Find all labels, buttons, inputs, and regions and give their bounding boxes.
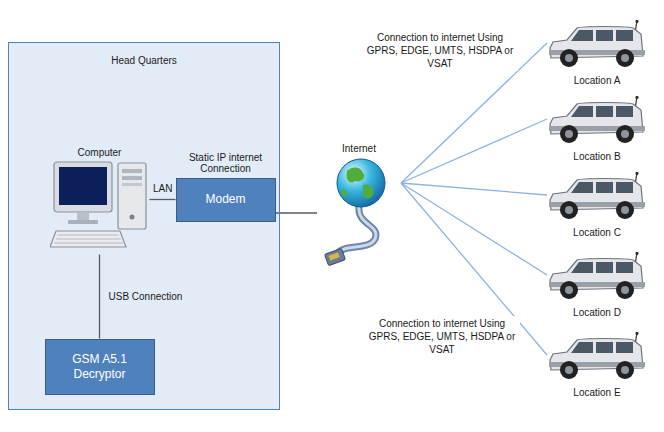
connection-note: Connection to internet Using GPRS, EDGE,…	[364, 316, 520, 357]
connection-line	[150, 199, 176, 200]
node-label: Location A	[574, 74, 621, 87]
box-text: GSM A5.1 Decryptor	[54, 352, 146, 382]
headquarters-ground	[8, 42, 280, 410]
vehicle: Location C	[545, 172, 649, 239]
car-picture	[547, 252, 647, 306]
modem-box: Static IP internet ConnectionModem	[176, 152, 276, 222]
connection-line	[401, 183, 547, 195]
globe-picture	[317, 155, 401, 271]
node-label: Internet	[342, 142, 376, 155]
link-label: LAN	[150, 181, 175, 196]
vehicle: Location A	[545, 20, 649, 87]
computer-icon: Computer	[48, 146, 152, 255]
link-label: USB Connection	[106, 289, 186, 304]
car-picture	[547, 20, 647, 74]
region-title: Head Quarters	[9, 55, 279, 66]
computer-picture	[50, 159, 150, 255]
node-label: Computer	[78, 146, 122, 159]
vehicle: Location B	[545, 96, 649, 163]
vehicle: Location E	[545, 332, 649, 399]
modem-box-shape: Modem	[176, 178, 276, 222]
connection-note: Connection to internet Using GPRS, EDGE,…	[362, 30, 518, 71]
connection-line	[99, 255, 100, 339]
connection-line	[401, 183, 547, 275]
vehicle: Location D	[545, 252, 649, 319]
connection-caption: Static IP internet Connection	[176, 152, 276, 174]
box-text: Modem	[205, 192, 245, 207]
decryptor-box: GSM A5.1 Decryptor	[45, 339, 155, 395]
car-picture	[547, 96, 647, 150]
car-picture	[547, 332, 647, 386]
node-label: Location E	[573, 386, 620, 399]
connection-line	[401, 119, 547, 183]
node-label: Location C	[573, 226, 621, 239]
node-label: Location B	[573, 150, 620, 163]
node-label: Location D	[573, 306, 621, 319]
connection-line	[276, 212, 318, 213]
car-picture	[547, 172, 647, 226]
internet-globe: Internet	[316, 142, 402, 271]
headquarters-region: Head QuartersComputer Static IP internet …	[8, 42, 280, 410]
